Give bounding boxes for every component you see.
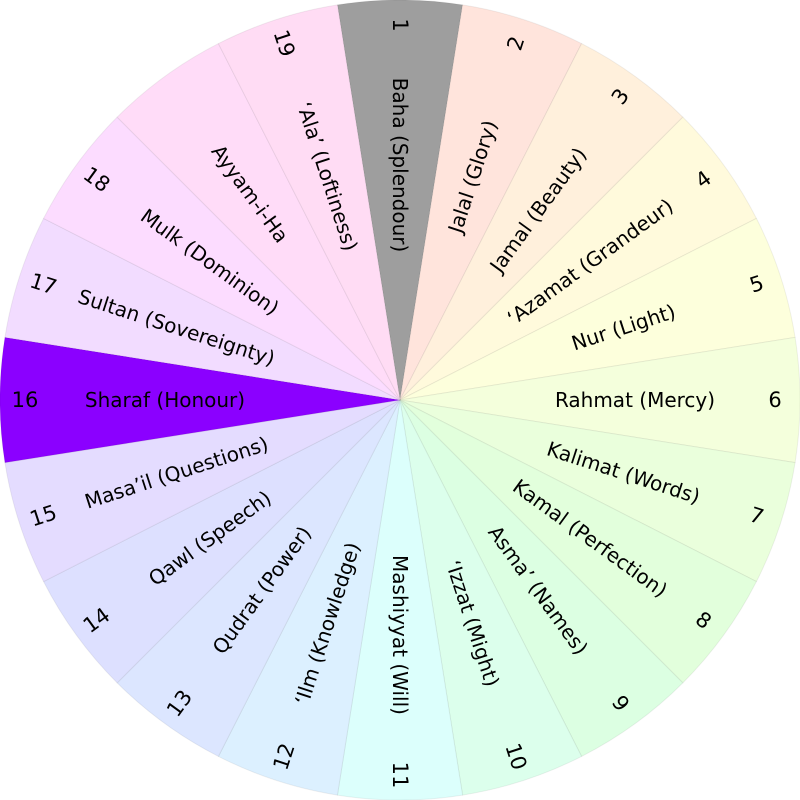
slice-month-1 (336, 0, 464, 401)
slice-label-month-11: Mashiyyat (Will) (388, 555, 412, 715)
slice-month-15 (4, 399, 401, 583)
slice-month-9 (399, 399, 684, 758)
slice-number-month-16: 16 (12, 388, 39, 412)
slice-month-14 (42, 399, 401, 684)
slice-month-16 (0, 336, 401, 464)
slice-month-11 (336, 399, 464, 800)
slice-month-8 (399, 399, 758, 684)
slice-month-10 (399, 399, 583, 796)
slice-month-13 (116, 399, 401, 758)
slice-number-month-1: 1 (388, 18, 412, 31)
slice-month-3 (399, 42, 684, 401)
slice-label-month-1: Baha (Splendour) (388, 78, 412, 253)
slice-month-19 (217, 4, 401, 401)
slice-label-month-16: Sharaf (Honour) (85, 388, 245, 412)
slice-month-17 (4, 217, 401, 401)
slice-month-4 (399, 116, 758, 401)
slice-month-12 (217, 399, 401, 796)
slice-number-month-11: 11 (388, 762, 412, 789)
slice-month-5 (399, 217, 796, 401)
slice-month-2 (399, 4, 583, 401)
slice-month-18 (42, 116, 401, 401)
slice-ayyam-i-ha (116, 42, 401, 401)
slice-label-month-6: Rahmat (Mercy) (555, 388, 715, 412)
slice-month-7 (399, 399, 796, 583)
slice-month-6 (399, 336, 800, 464)
slice-number-month-6: 6 (768, 388, 781, 412)
